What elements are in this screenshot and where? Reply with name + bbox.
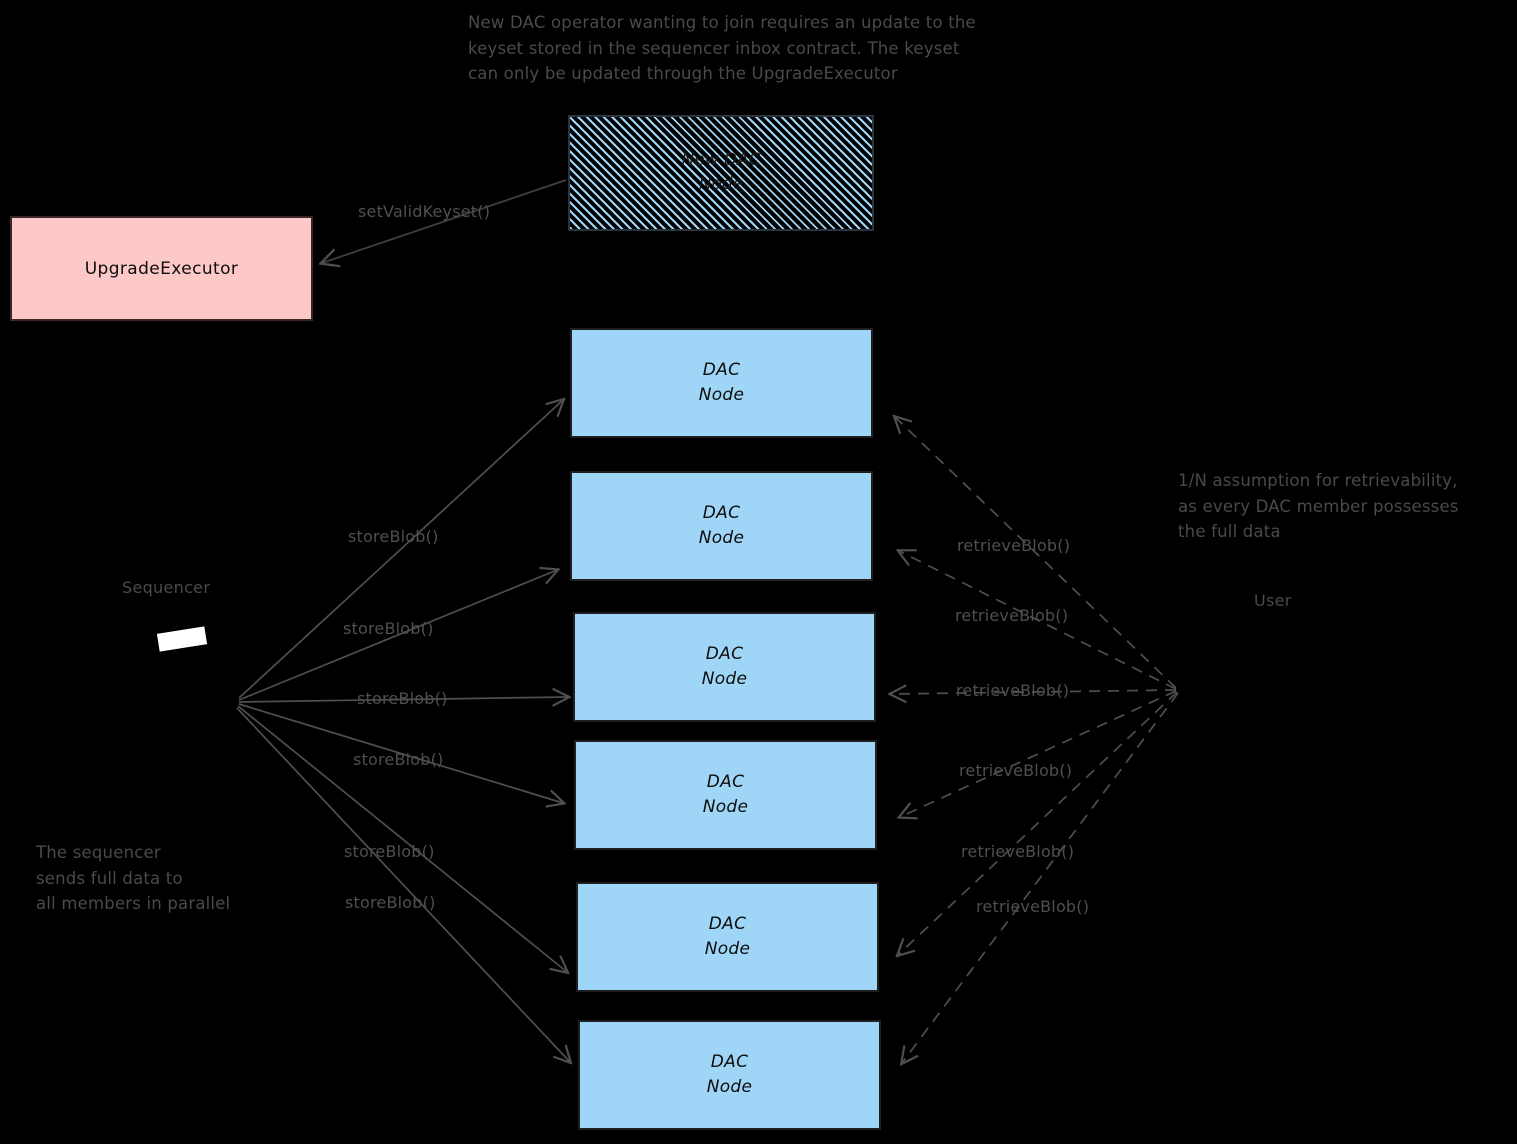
dac-node-3-line1: DAC xyxy=(705,644,744,665)
edge-label-store-blob-2: storeBlob() xyxy=(343,619,434,638)
dac-node-6-line1: DAC xyxy=(710,1052,749,1073)
edge-label-store-blob-5: storeBlob() xyxy=(344,842,435,861)
dac-node-2: DAC Node xyxy=(570,471,873,581)
dac-node-4: DAC Node xyxy=(574,740,877,850)
sequencer-label: Sequencer xyxy=(122,578,211,597)
dac-node-5-line2: Node xyxy=(704,939,751,959)
edge-label-retrieve-blob-2: retrieveBlob() xyxy=(955,606,1069,625)
top-annotation: New DAC operator wanting to join require… xyxy=(468,13,976,84)
dac-node-5: DAC Node xyxy=(576,882,879,992)
upgrade-executor-label: UpgradeExecutor xyxy=(84,258,239,279)
edge-label-retrieve-blob-1: retrieveBlob() xyxy=(957,536,1071,555)
edge-label-store-blob-4: storeBlob() xyxy=(353,750,444,769)
dac-node-3: DAC Node xyxy=(573,612,876,722)
dac-node-1-line2: Node xyxy=(698,385,745,405)
edge-label-store-blob-6: storeBlob() xyxy=(345,893,436,912)
dac-node-4-line2: Node xyxy=(702,797,749,817)
edge-label-store-blob-1: storeBlob() xyxy=(348,527,439,546)
dac-node-6: DAC Node xyxy=(578,1020,881,1130)
sequencer-icon xyxy=(156,626,208,652)
new-dac-node-box: New DAC Node xyxy=(568,115,874,231)
dac-node-2-line1: DAC xyxy=(702,503,741,524)
edge-retrieve-blob-group xyxy=(891,417,1179,1063)
dac-node-2-line2: Node xyxy=(698,528,745,548)
edge-label-store-blob-3: storeBlob() xyxy=(357,689,448,708)
edge-label-retrieve-blob-3: retrieveBlob() xyxy=(956,681,1070,700)
dac-node-1: DAC Node xyxy=(570,328,873,438)
dac-node-5-line1: DAC xyxy=(708,914,747,935)
bottom-left-annotation: The sequencer sends full data to all mem… xyxy=(36,843,231,914)
edge-store-blob-group xyxy=(236,400,570,1062)
edge-label-retrieve-blob-4: retrieveBlob() xyxy=(959,761,1073,780)
dac-node-1-line1: DAC xyxy=(702,360,741,381)
edge-label-set-valid-keyset: setValidKeyset() xyxy=(358,202,491,221)
user-label: User xyxy=(1254,591,1292,610)
edge-label-retrieve-blob-5: retrieveBlob() xyxy=(961,842,1075,861)
new-dac-node-line2: Node xyxy=(698,174,744,194)
right-annotation: 1/N assumption for retrievability, as ev… xyxy=(1178,471,1459,542)
upgrade-executor-box: UpgradeExecutor xyxy=(10,216,313,321)
new-dac-node-line1: New DAC xyxy=(681,150,761,171)
edge-label-retrieve-blob-6: retrieveBlob() xyxy=(976,897,1090,916)
dac-node-6-line2: Node xyxy=(706,1077,753,1097)
dac-node-3-line2: Node xyxy=(701,669,748,689)
edge-set-valid-keyset xyxy=(322,179,567,263)
dac-node-4-line1: DAC xyxy=(706,772,745,793)
